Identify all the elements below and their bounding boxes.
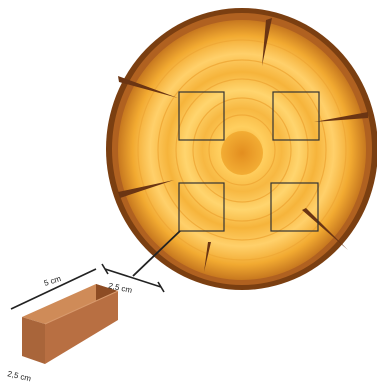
tree-core	[221, 131, 263, 175]
wood-stick	[22, 284, 118, 364]
tree-cross-section	[106, 8, 377, 290]
height-label: 2,5 cm	[7, 369, 33, 383]
wood-stick-front	[22, 317, 45, 364]
